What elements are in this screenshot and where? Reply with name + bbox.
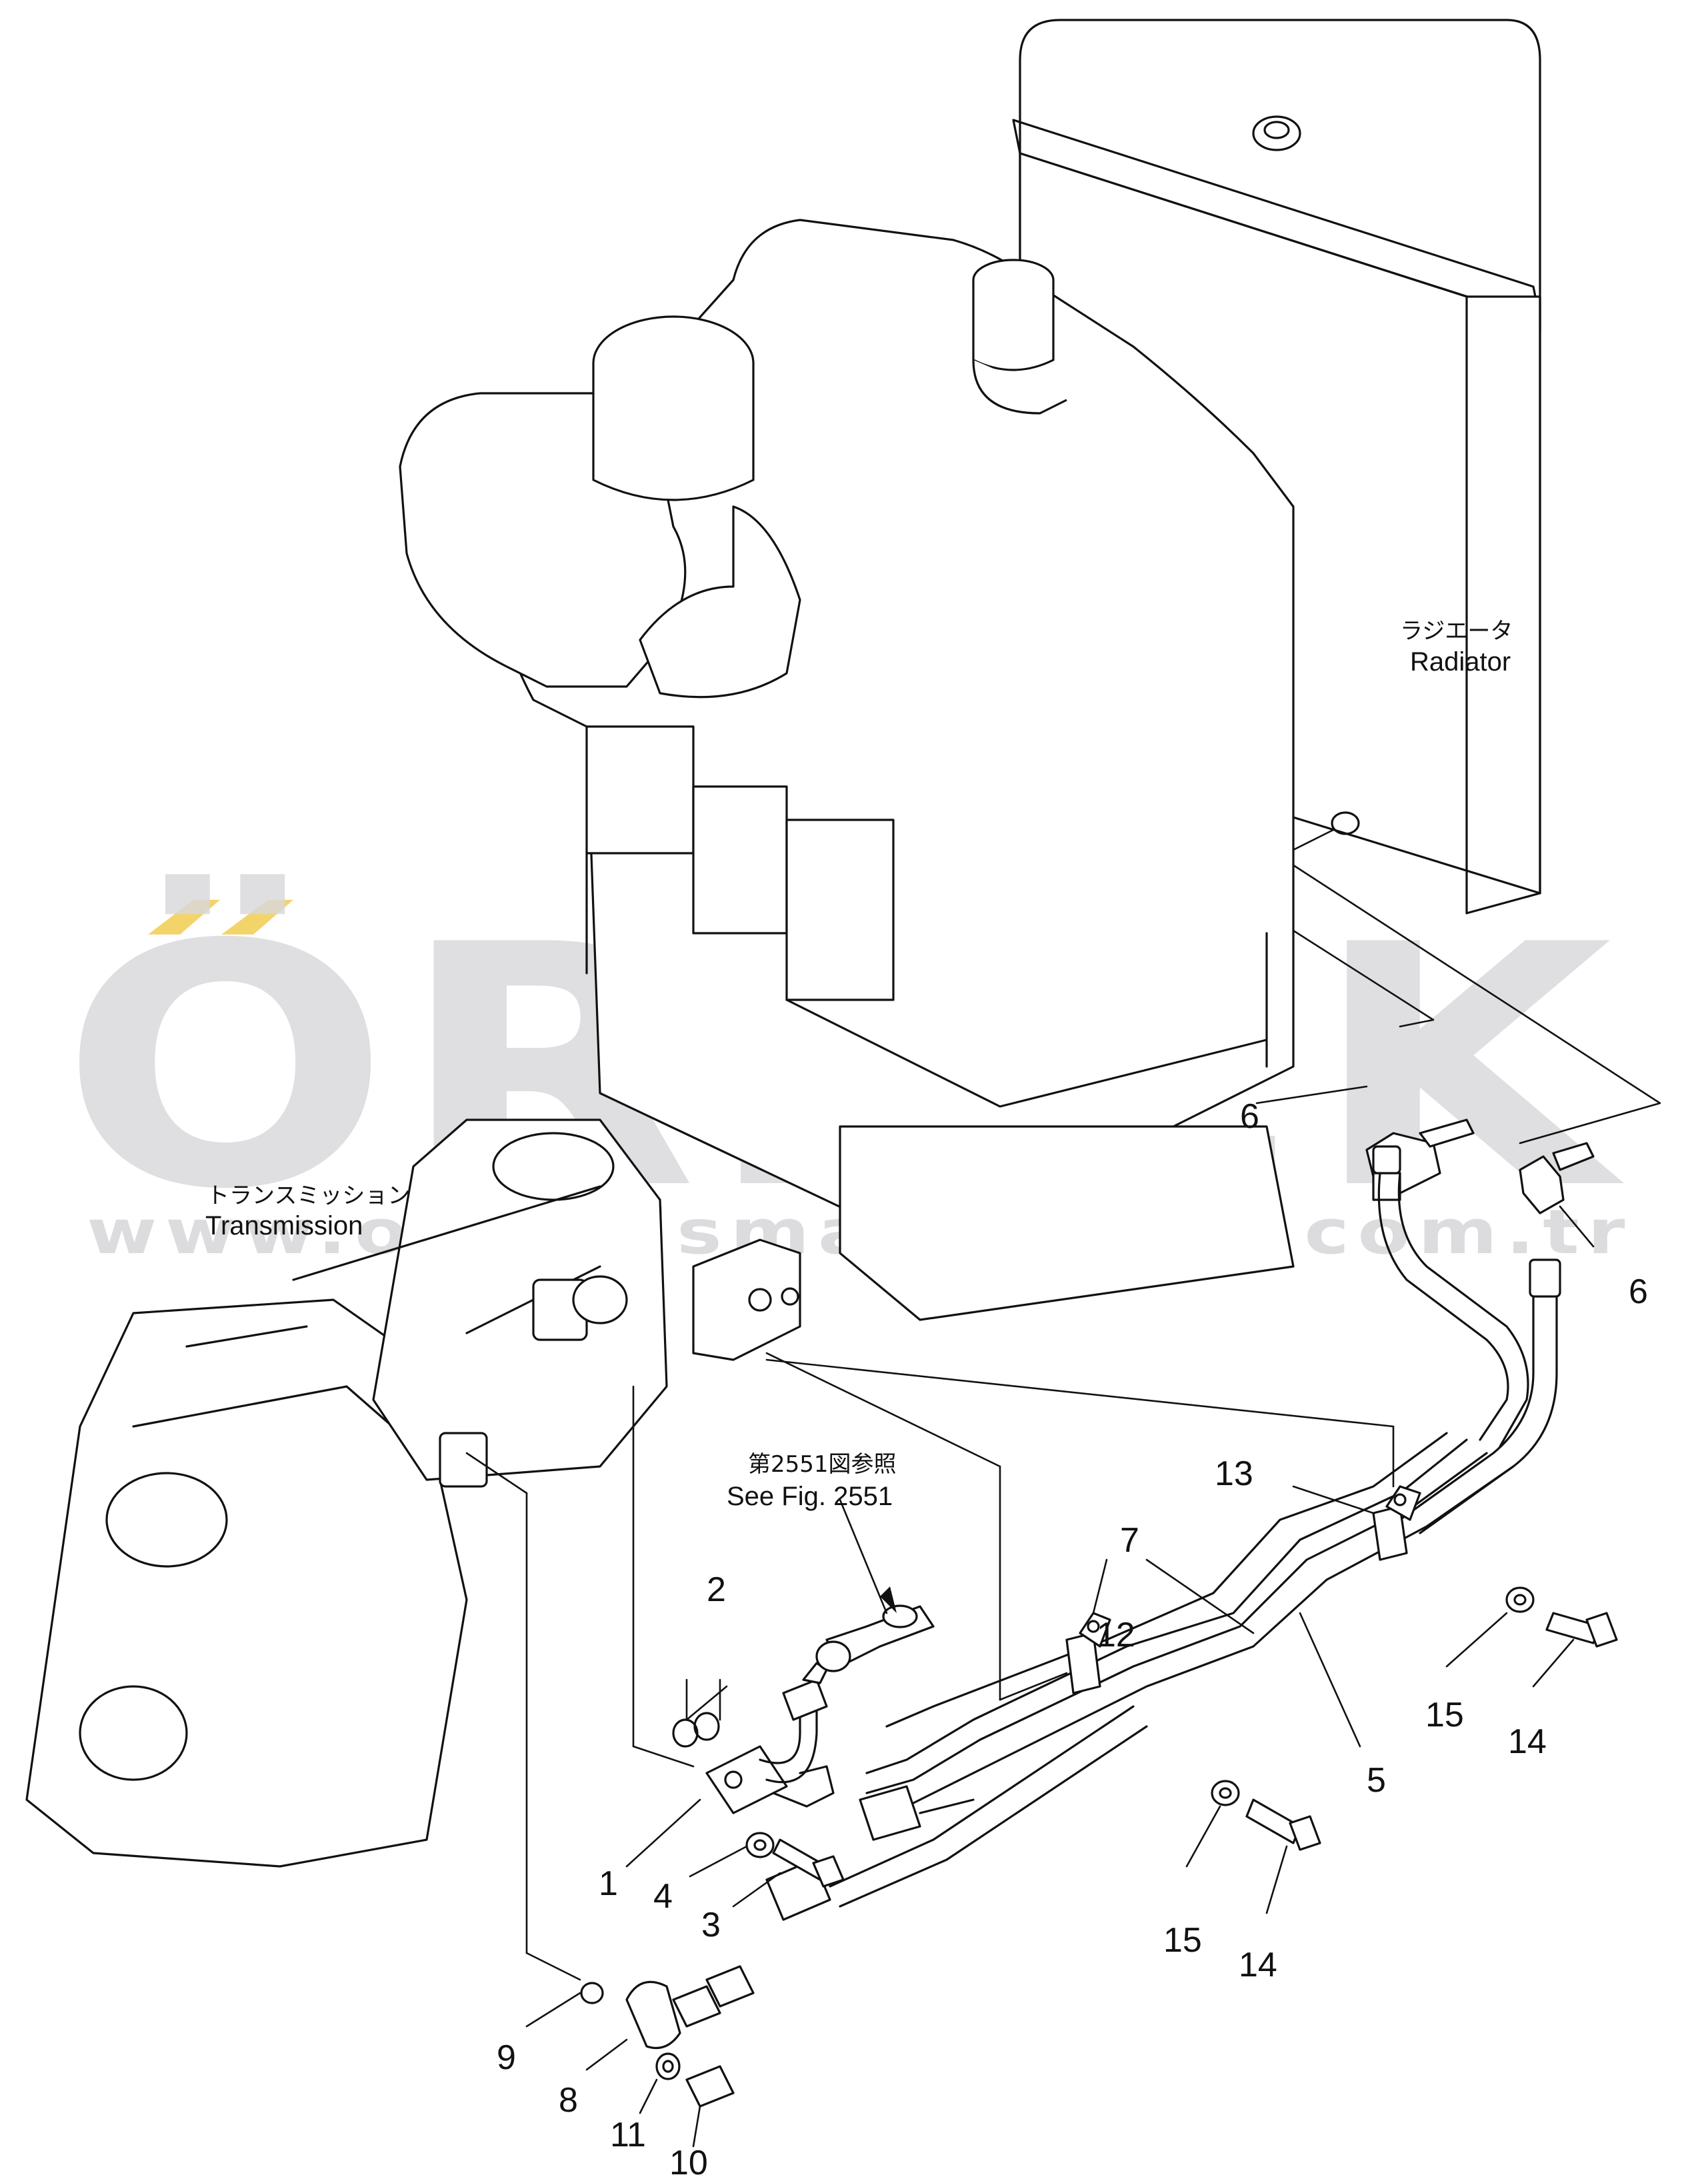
- callout-14-lower: 14: [1239, 1946, 1277, 1984]
- callout-6-upper: 6: [1240, 1097, 1259, 1136]
- callout-13: 13: [1215, 1454, 1253, 1493]
- callout-9: 9: [497, 2038, 516, 2077]
- watermark-accent-right: [221, 900, 293, 935]
- see-figure-note: 第2551図参照 See Fig. 2551: [727, 1451, 897, 1511]
- radiator-label-en: Radiator: [1410, 647, 1511, 677]
- callout-11: 11: [610, 2116, 646, 2154]
- callout-numbers: 1 2 3 4 5 6 6 7 8 9 10 11 12 13 14 14 15…: [497, 1097, 1648, 2179]
- callout-2: 2: [707, 1570, 726, 1609]
- elbow-fitting-lower: [1519, 1142, 1595, 1214]
- callout-10: 10: [669, 2144, 708, 2179]
- transmission: [25, 1118, 801, 1868]
- radiator-label: ラジエータ Radiator: [1400, 618, 1513, 677]
- callout-4: 4: [653, 1877, 673, 1916]
- callout-8: 8: [559, 2081, 578, 2120]
- radiator-label-jp: ラジエータ: [1400, 618, 1513, 645]
- callout-7: 7: [1120, 1521, 1139, 1560]
- callout-1: 1: [599, 1864, 618, 1903]
- callout-6-lower: 6: [1629, 1272, 1648, 1311]
- callout-3: 3: [701, 1906, 721, 1944]
- callout-15-lower: 15: [1163, 1921, 1202, 1960]
- connector-1: [705, 1662, 835, 1814]
- clamp-12: [1065, 1612, 1111, 1694]
- transmission-label-jp: トランスミッション: [207, 1182, 410, 1209]
- callout-14-upper: 14: [1508, 1722, 1547, 1761]
- callout-5: 5: [1367, 1761, 1386, 1800]
- callout-12: 12: [1097, 1616, 1135, 1654]
- clamp-13: [1372, 1485, 1421, 1561]
- see-figure-jp: 第2551図参照: [748, 1451, 897, 1478]
- engine: [399, 219, 1295, 1321]
- see-figure-en: See Fig. 2551: [727, 1482, 893, 1511]
- callout-leaders: [465, 1085, 1595, 2148]
- transmission-label-en: Transmission: [205, 1211, 363, 1240]
- watermark-accent-left: [148, 900, 220, 935]
- transmission-label: トランスミッション Transmission: [205, 1182, 410, 1240]
- callout-15-upper: 15: [1425, 1696, 1464, 1734]
- oil-cooler-lines: [580, 1118, 1618, 2108]
